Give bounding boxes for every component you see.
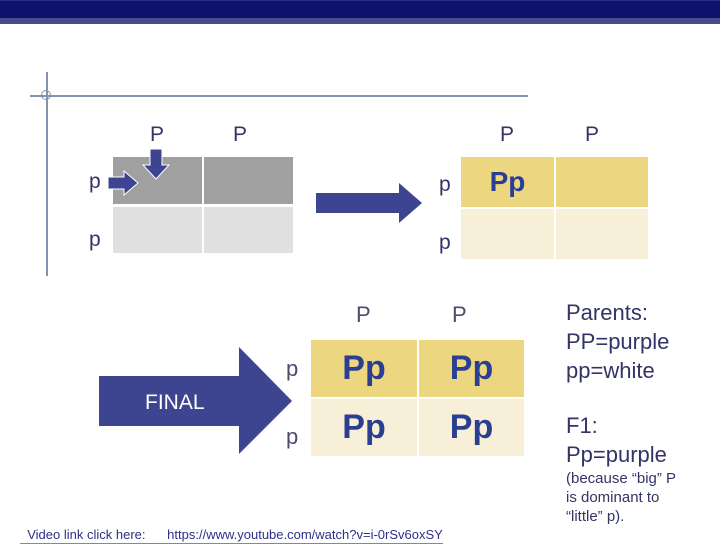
final-arrow: FINAL (98, 346, 294, 456)
square2-cell-2-1 (461, 209, 554, 259)
small-right-arrow-icon (107, 170, 139, 196)
square2-row-label-1: p (439, 173, 451, 196)
small-down-arrow-icon (142, 148, 170, 180)
square3-cell-2-2: Pp (419, 399, 524, 456)
right-arrow-icon (315, 182, 423, 224)
legend-text: Parents: PP=purple pp=white F1: Pp=purpl… (566, 298, 676, 526)
square2-cell-1-2 (556, 157, 648, 207)
parents-line-2: pp=white (566, 358, 655, 383)
square2-col-label-1: P (500, 123, 515, 146)
square3-col-label-2: P (452, 302, 467, 327)
header-bar (0, 0, 720, 18)
video-link-label: Video link click here: (27, 527, 146, 542)
square2-cell-2-2 (556, 209, 648, 259)
f1-title: F1: (566, 413, 598, 438)
decorative-horizontal-line (30, 95, 528, 97)
square3-col-label-1: P (356, 302, 371, 327)
square1-cell-2-1 (113, 207, 202, 253)
final-label: FINAL (145, 391, 205, 414)
note-line-3: “little” p). (566, 508, 625, 525)
decorative-vertical-line (46, 72, 48, 276)
square2-col-label-2: P (585, 123, 600, 146)
parents-title: Parents: (566, 300, 648, 325)
video-link-url: https://www.youtube.com/watch?v=i-0rSv6o… (167, 527, 443, 542)
square1-row-label-2: p (89, 228, 101, 251)
square1-col-label-2: P (233, 123, 248, 146)
square2-cell-1-1: Pp (461, 157, 554, 207)
parents-line-1: PP=purple (566, 329, 670, 354)
square3-cell-2-1: Pp (311, 399, 417, 456)
f1-line: Pp=purple (566, 442, 667, 467)
note-line-2: is dominant to (566, 489, 660, 506)
square3-cell-1-1: Pp (311, 340, 417, 397)
video-link[interactable]: Video link click here: https://www.youtu… (20, 512, 443, 544)
square2-row-label-2: p (439, 231, 451, 254)
square3-row-label-2: p (286, 424, 299, 449)
crosshair-circle-icon (41, 90, 51, 100)
square1-cell-2-2 (204, 207, 293, 253)
square1-row-label-1: p (89, 170, 101, 193)
square1-col-label-1: P (150, 123, 165, 146)
square3-row-label-1: p (286, 356, 299, 381)
header-band (0, 18, 720, 24)
square3-cell-1-2: Pp (419, 340, 524, 397)
note-line-1: (because “big” P (566, 470, 677, 487)
square1-cell-1-2 (204, 157, 293, 204)
